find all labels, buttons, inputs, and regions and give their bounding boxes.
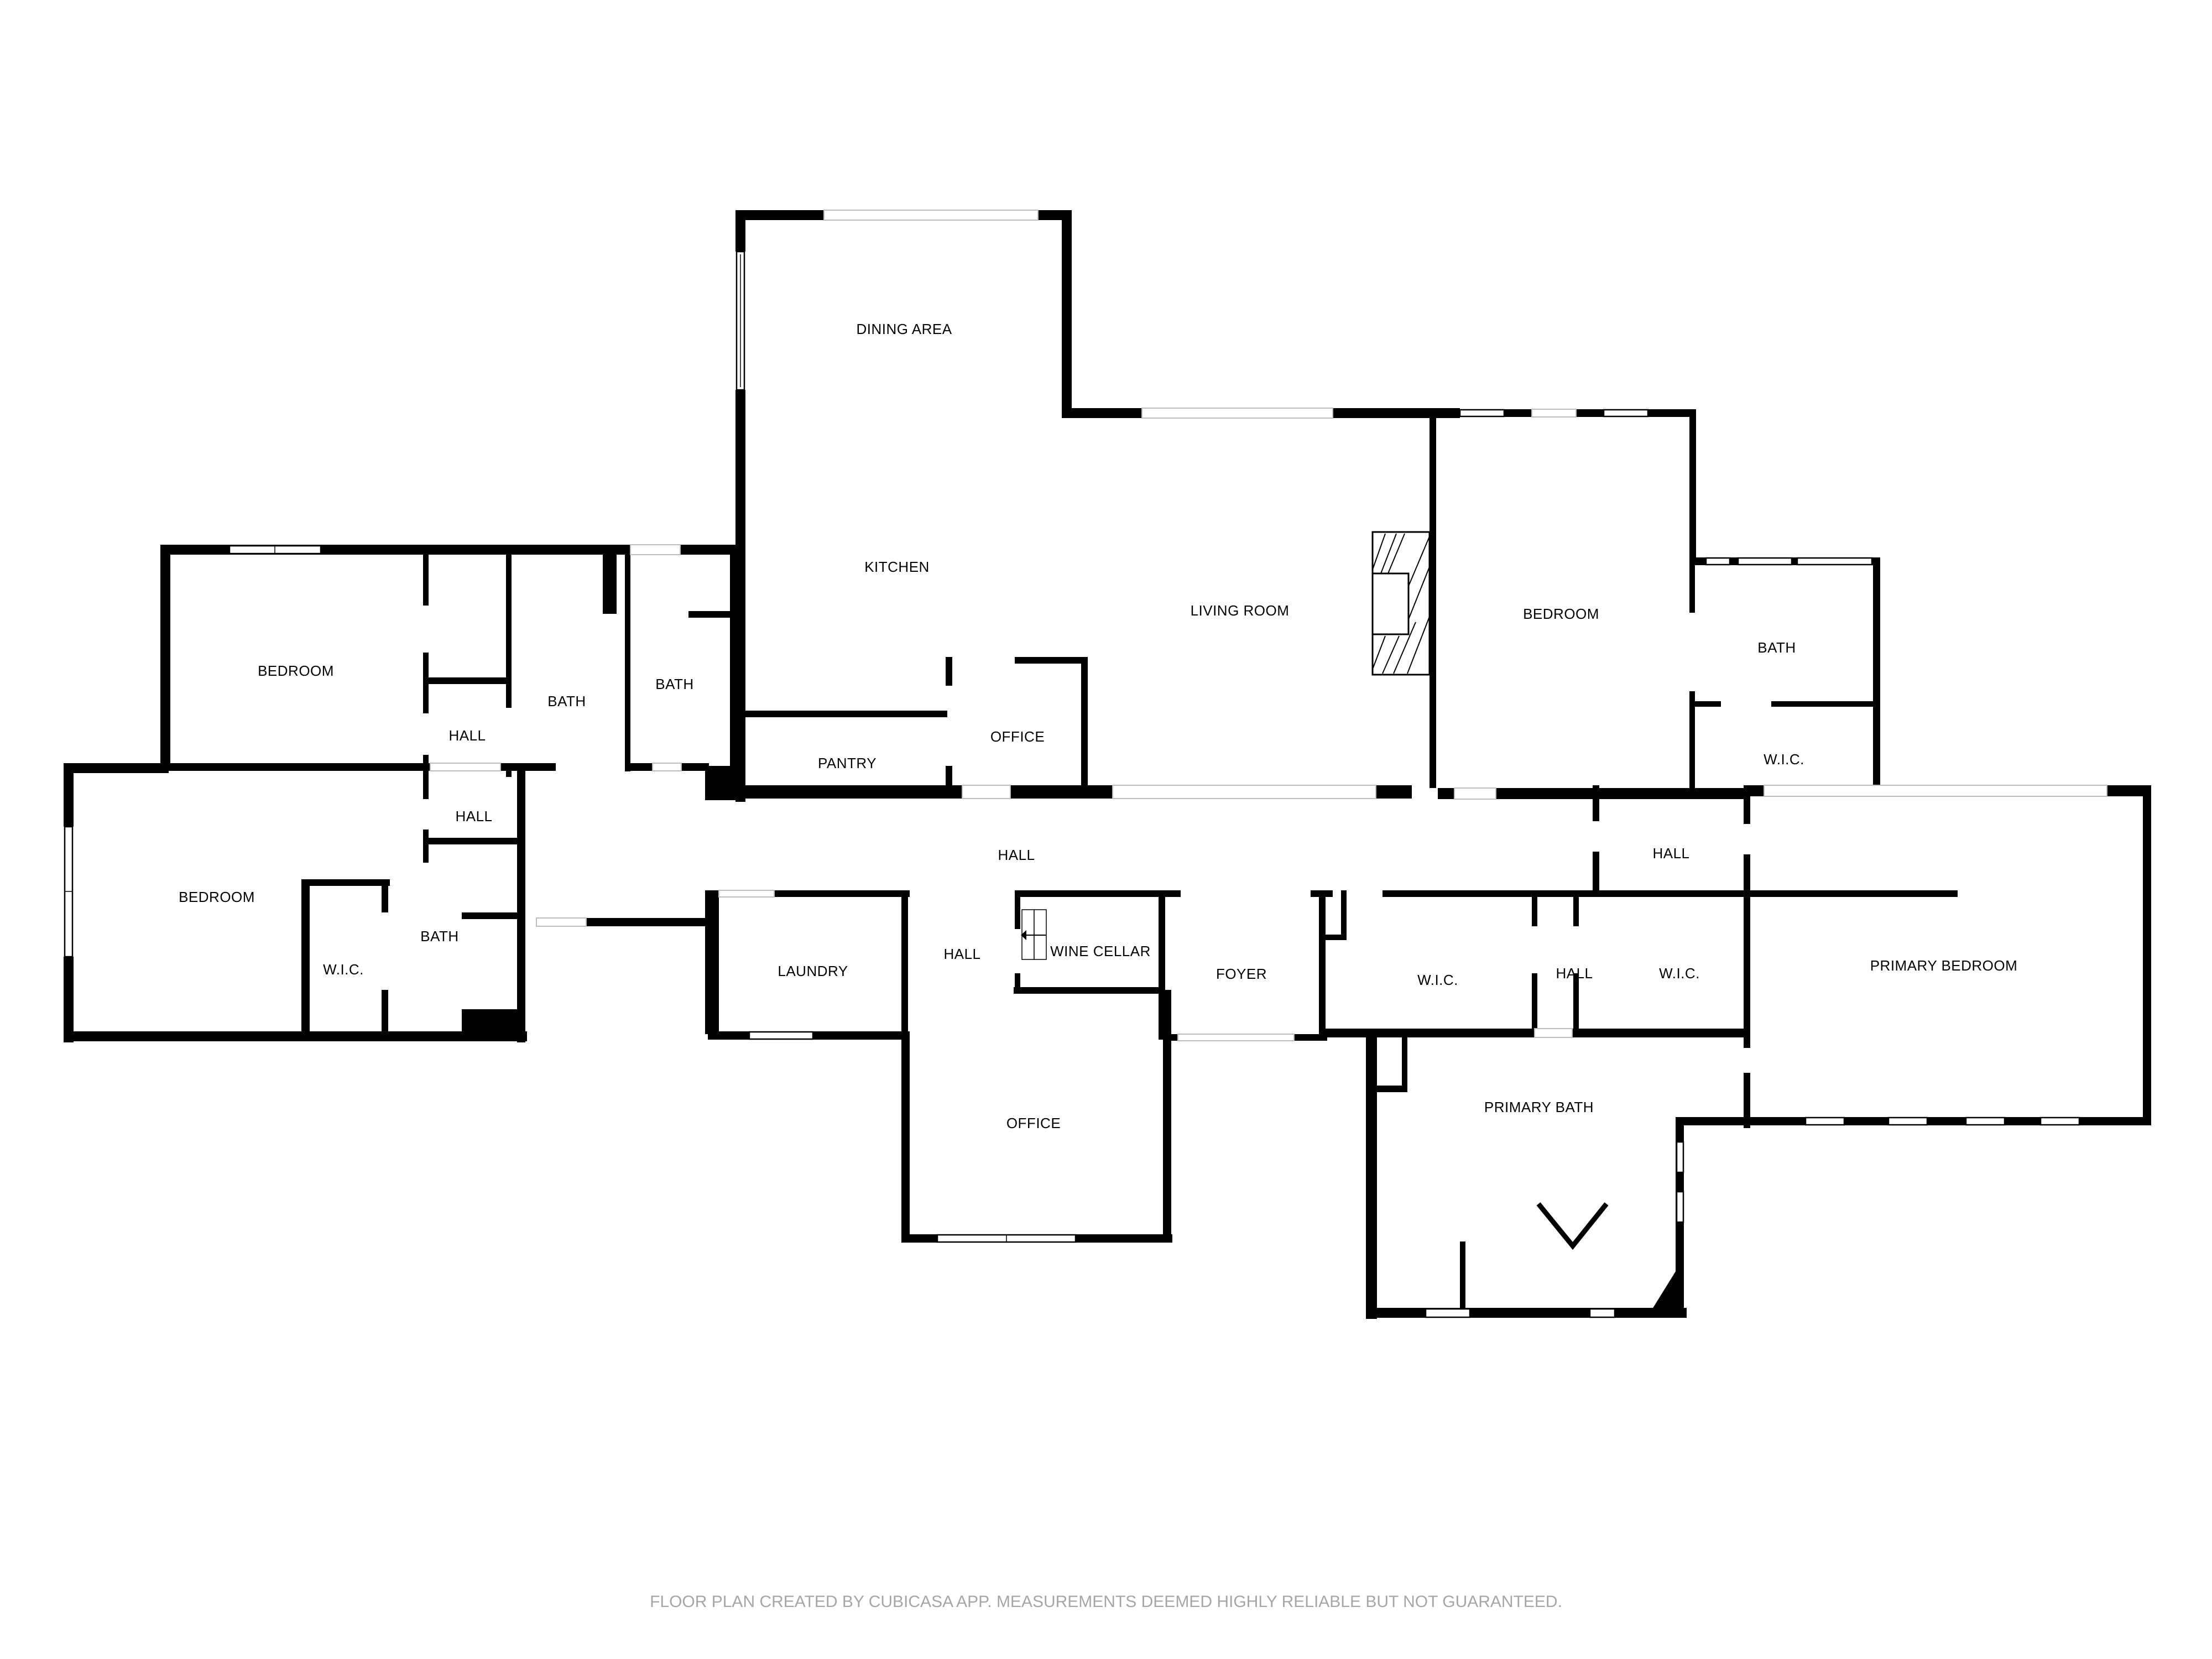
label-primary-bedroom: PRIMARY BEDROOM — [1870, 957, 2018, 974]
label-office-south: OFFICE — [1006, 1115, 1061, 1131]
walls — [64, 210, 2151, 1319]
label-living-room: LIVING ROOM — [1191, 602, 1290, 619]
footer-disclaimer: FLOOR PLAN CREATED BY CUBICASA APP. MEAS… — [650, 1593, 1562, 1611]
label-bath-west: BATH — [420, 928, 458, 945]
label-bath-northwest-1: BATH — [547, 693, 586, 709]
label-hall-primary: HALL — [1556, 965, 1593, 982]
label-dining-area: DINING AREA — [856, 321, 952, 337]
label-office-kitchen: OFFICE — [990, 728, 1045, 745]
door-openings — [430, 210, 2107, 1041]
label-foyer: FOYER — [1216, 966, 1267, 982]
label-pantry: PANTRY — [818, 755, 877, 771]
shower-chevron-icon — [1536, 1202, 1609, 1250]
label-wic-primary-2: W.I.C. — [1659, 965, 1700, 982]
label-hall-center: HALL — [943, 946, 980, 962]
label-bedroom-northwest: BEDROOM — [258, 662, 334, 679]
windows — [64, 251, 2080, 1318]
room-labels: DINING AREA KITCHEN LIVING ROOM BEDROOM … — [179, 321, 2017, 1131]
label-bedroom-west: BEDROOM — [179, 889, 255, 905]
label-wic-west: W.I.C. — [323, 961, 364, 978]
label-kitchen: KITCHEN — [864, 559, 930, 575]
label-hall-west: HALL — [455, 808, 492, 825]
label-laundry: LAUNDRY — [778, 963, 848, 979]
label-wic-east: W.I.C. — [1764, 751, 1804, 768]
label-hall-main: HALL — [998, 847, 1035, 863]
label-bath-east: BATH — [1757, 639, 1796, 656]
fireplace-icon — [1371, 531, 1431, 676]
stairs-arrow-icon — [1021, 909, 1047, 960]
label-bedroom-east: BEDROOM — [1523, 606, 1599, 622]
label-bath-northwest-2: BATH — [655, 676, 693, 692]
label-wine-cellar: WINE CELLAR — [1050, 943, 1151, 959]
label-primary-bath: PRIMARY BATH — [1484, 1099, 1594, 1115]
label-hall-northwest: HALL — [448, 727, 486, 744]
label-hall-east: HALL — [1652, 845, 1689, 862]
label-wic-primary-1: W.I.C. — [1417, 972, 1458, 988]
